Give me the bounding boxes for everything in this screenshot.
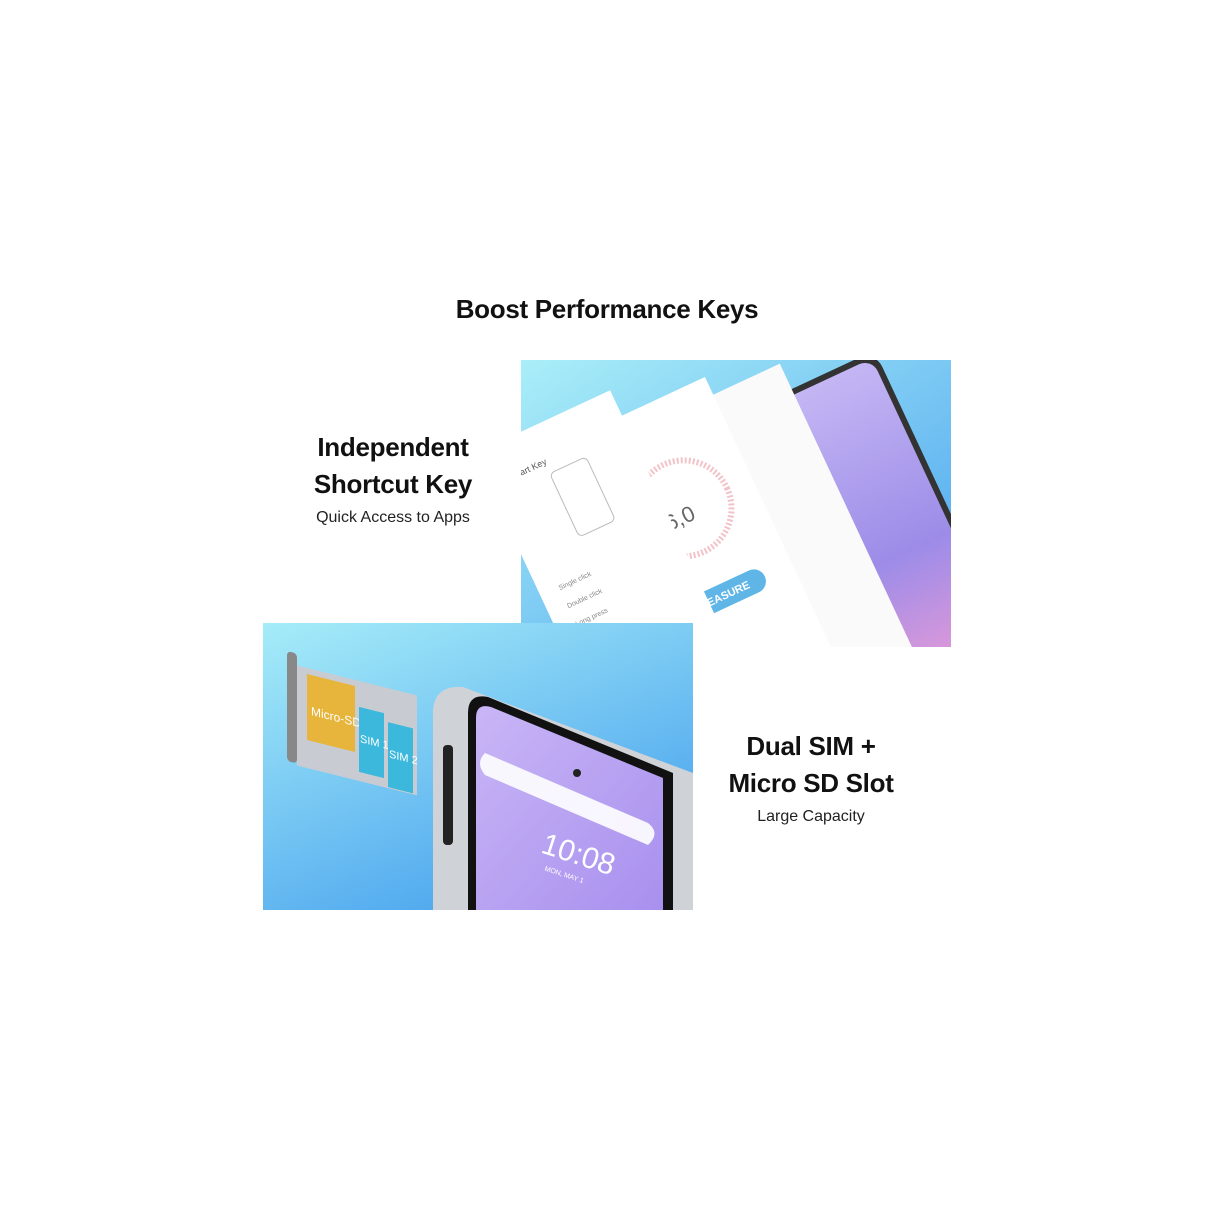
feature-heading-line2: Micro SD Slot xyxy=(728,768,894,798)
shortcut-key-image: 36,0 MEASURE Smart Key Single click Doub… xyxy=(521,360,951,647)
feature-subtitle: Large Capacity xyxy=(757,808,865,825)
feature-subtitle: Quick Access to Apps xyxy=(316,509,470,526)
feature-heading-line1: Independent xyxy=(317,432,469,462)
page-title: Boost Performance Keys xyxy=(455,294,759,324)
sim-tray-image: Micro-SD SIM 1 SIM 2 10:08 MON, MAY 1 xyxy=(263,623,693,910)
feature-shortcut-key: Independent Shortcut Key Quick Access to… xyxy=(283,429,503,527)
feature-heading-line1: Dual SIM + xyxy=(746,731,876,761)
feature-heading-line2: Shortcut Key xyxy=(313,469,473,499)
feature-dual-sim: Dual SIM + Micro SD Slot Large Capacity xyxy=(701,728,921,826)
